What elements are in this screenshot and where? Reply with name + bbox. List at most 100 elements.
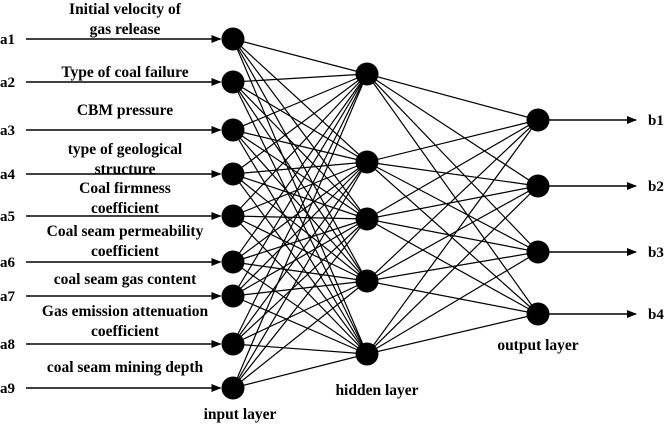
- edge-input-7-hidden-5: [232, 295, 368, 355]
- input-id-a5: a5: [0, 209, 15, 225]
- output-node-3: [526, 240, 550, 264]
- input-factor-label-a6-line-2: coefficient: [91, 243, 160, 260]
- edge-hidden-3-output-3: [366, 218, 539, 253]
- edge-input-3-hidden-2: [232, 129, 368, 163]
- input-node-1: [221, 27, 245, 51]
- edge-input-2-hidden-3: [232, 81, 368, 220]
- hidden-node-1: [355, 62, 379, 86]
- hidden-layer-label: hidden layer: [335, 382, 418, 399]
- edge-input-3-hidden-1: [232, 73, 368, 131]
- input-id-a3: a3: [0, 123, 15, 139]
- input-id-a8: a8: [0, 337, 15, 353]
- edge-hidden-5-output-4: [366, 313, 539, 355]
- edge-input-7-hidden-3: [232, 218, 368, 297]
- input-node-6: [221, 250, 245, 274]
- input-id-a9: a9: [0, 381, 15, 397]
- input-node-7: [221, 284, 245, 308]
- input-factor-label-a8-line-2: coefficient: [91, 323, 160, 340]
- edge-input-6-hidden-5: [232, 261, 368, 355]
- edge-input-8-hidden-4: [232, 280, 368, 345]
- input-node-9: [221, 376, 245, 400]
- edge-input-9-hidden-4: [232, 280, 368, 389]
- hidden-node-4: [355, 269, 379, 293]
- input-factor-label-a4-line-1: type of geological: [68, 141, 183, 158]
- input-id-a4: a4: [0, 167, 16, 183]
- input-node-8: [221, 332, 245, 356]
- edge-input-4-hidden-5: [232, 173, 368, 355]
- edge-input-1-hidden-4: [232, 38, 368, 282]
- output-node-4: [526, 302, 550, 326]
- input-node-3: [221, 118, 245, 142]
- edge-input-8-hidden-3: [232, 218, 368, 345]
- input-node-2: [221, 70, 245, 94]
- edge-input-9-hidden-3: [232, 218, 368, 389]
- edge-input-6-hidden-2: [232, 161, 368, 263]
- edge-input-2-hidden-1: [232, 73, 368, 83]
- edge-input-3-hidden-4: [232, 129, 368, 282]
- edge-hidden-5-output-2: [366, 185, 539, 355]
- edge-hidden-4-output-3: [366, 251, 539, 282]
- edge-input-5-hidden-4: [232, 215, 368, 282]
- edge-hidden-5-output-1: [366, 119, 539, 355]
- input-id-a6: a6: [0, 255, 16, 271]
- edge-input-8-hidden-5: [232, 343, 368, 355]
- edge-hidden-4-output-2: [366, 185, 539, 282]
- edge-input-7-hidden-4: [232, 280, 368, 297]
- edge-input-8-hidden-2: [232, 161, 368, 345]
- edge-input-9-hidden-2: [232, 161, 368, 389]
- edge-hidden-4-output-1: [366, 119, 539, 282]
- edge-input-3-hidden-3: [232, 129, 368, 220]
- input-factor-label-a4-line-2: structure: [95, 161, 156, 178]
- input-factor-label-a8-line-1: Gas emission attenuation: [42, 303, 209, 320]
- edge-input-7-hidden-2: [232, 161, 368, 297]
- output-node-2: [526, 174, 550, 198]
- output-id-b1: b1: [648, 113, 664, 129]
- edge-input-3-hidden-5: [232, 129, 368, 355]
- edge-hidden-2-output-1: [366, 119, 539, 163]
- edge-hidden-5-output-3: [366, 251, 539, 355]
- output-layer-label: output layer: [497, 337, 578, 354]
- input-factor-label-a5-line-1: Coal firmness: [79, 180, 171, 197]
- output-node-1: [526, 108, 550, 132]
- input-id-a2: a2: [0, 75, 15, 91]
- edge-input-6-hidden-3: [232, 218, 368, 263]
- input-factor-label-a6-line-1: Coal seam permeability: [47, 223, 204, 240]
- edge-input-4-hidden-1: [232, 73, 368, 175]
- edge-hidden-1-output-2: [366, 73, 539, 187]
- edge-input-6-hidden-4: [232, 261, 368, 282]
- edge-hidden-2-output-3: [366, 161, 539, 253]
- connection-lines: [232, 38, 539, 389]
- hidden-node-5: [355, 342, 379, 366]
- input-factor-label-a1-line-2: gas release: [90, 21, 161, 38]
- edge-input-9-hidden-5: [232, 353, 368, 389]
- arrow-lines: [26, 35, 637, 392]
- edge-input-9-hidden-1: [232, 73, 368, 389]
- input-node-4: [221, 162, 245, 186]
- input-factor-label-a5-line-2: coefficient: [91, 200, 160, 217]
- neuron-nodes: [221, 27, 550, 400]
- output-id-b3: b3: [648, 245, 664, 261]
- edge-hidden-4-output-4: [366, 280, 539, 315]
- input-factor-label-a7-line-1: coal seam gas content: [54, 271, 197, 288]
- input-factor-label-a2-line-1: Type of coal failure: [61, 64, 188, 81]
- output-id-b2: b2: [648, 179, 664, 195]
- edge-input-5-hidden-1: [232, 73, 368, 217]
- edge-input-6-hidden-1: [232, 73, 368, 263]
- input-factor-label-a3-line-1: CBM pressure: [77, 102, 173, 119]
- edge-hidden-2-output-2: [366, 161, 539, 187]
- hidden-node-3: [355, 207, 379, 231]
- input-factor-label-a1-line-1: Initial velocity of: [69, 1, 182, 18]
- edge-input-8-hidden-1: [232, 73, 368, 345]
- edge-hidden-3-output-2: [366, 185, 539, 220]
- edge-input-1-hidden-1: [232, 38, 368, 75]
- edge-input-4-hidden-3: [232, 173, 368, 220]
- output-id-b4: b4: [648, 307, 664, 323]
- edge-input-5-hidden-5: [232, 215, 368, 355]
- edge-input-5-hidden-3: [232, 215, 368, 220]
- edge-input-1-hidden-2: [232, 38, 368, 163]
- edge-hidden-1-output-3: [366, 73, 539, 253]
- hidden-node-2: [355, 150, 379, 174]
